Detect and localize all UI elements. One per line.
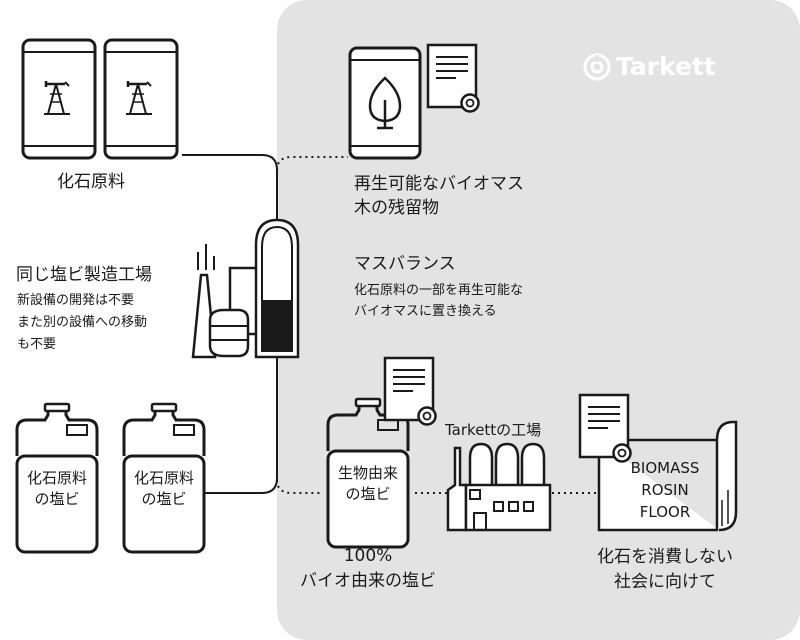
mass-balance-desc-1: 化石原料の一部を再生可能な [354,283,524,298]
tree-barrel-icon [348,46,422,160]
floor-label-3: FLOOR [639,503,691,521]
fossil-label: 化石原料 [57,172,125,192]
brand-name: Tarkett [616,52,716,81]
goal-caption-2: 社会に向けて [614,572,716,592]
factory-icon [446,442,552,532]
plant-desc-1: 新設備の開発は不要 [17,293,135,308]
oil-barrel-icon [21,38,97,160]
plant-title: 同じ塩ビ製造工場 [16,265,152,285]
jug-label-1: 化石原料 [133,469,194,487]
jug-label-1: 化石原料 [26,469,87,487]
oil-barrel-icon [103,38,179,160]
certificate-icon [426,43,480,113]
factory-label: Tarkettの工場 [445,421,542,439]
mass-balance-title: マスバランス [354,254,456,274]
tarkett-logo: Tarkett [582,51,738,83]
jug-label-2: の塩ビ [141,490,187,508]
certificate-icon [383,356,437,426]
mass-balance-desc-2: バイオマスに置き換える [354,304,497,319]
tarkett-logo-icon [583,53,611,81]
bio-jug-label-1: 生物由来 [337,464,398,482]
certificate-icon [578,393,632,463]
floor-label-2: ROSIN [641,481,689,499]
flow-connectors [182,154,598,494]
jug-label-2: の塩ビ [34,490,80,508]
biomass-label-1: 再生可能なバイオマス [354,174,524,194]
bio-caption-2: バイオ由来の塩ビ [300,571,436,591]
plant-desc-3: も不要 [17,337,57,352]
floor-label-1: BIOMASS [630,459,700,477]
reactor-tank-icon [191,218,300,359]
biomass-label-2: 木の残留物 [354,198,439,218]
goal-caption-1: 化石を消費しない [597,547,733,567]
bio-caption-1: 100% [343,546,393,566]
plant-desc-2: また別の設備への移動 [17,315,148,330]
bio-jug-label-2: の塩ビ [345,485,391,503]
